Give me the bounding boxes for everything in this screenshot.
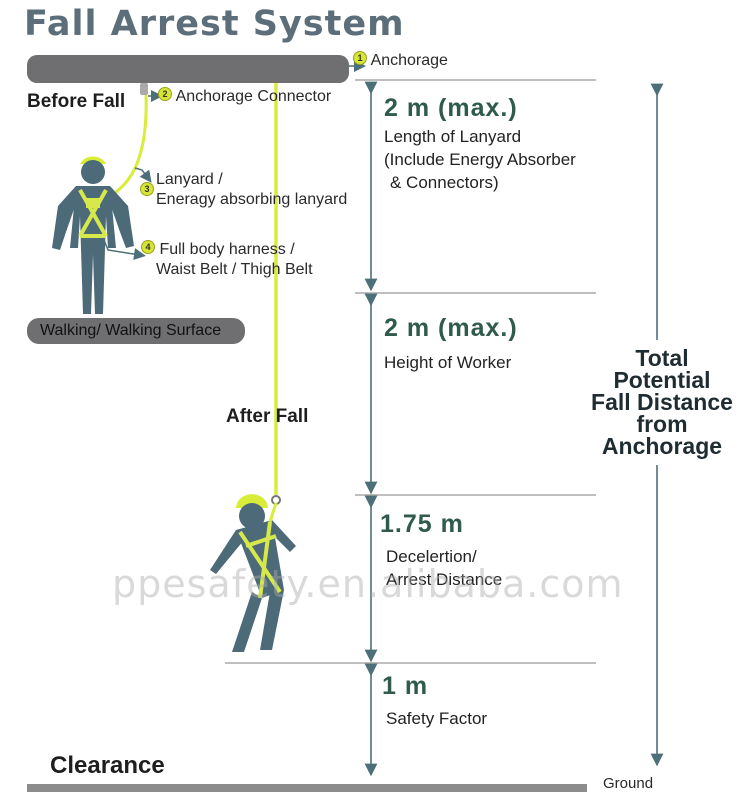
segment-3: 1.75 m Decelertion/ Arrest Distance — [380, 510, 502, 591]
badge-3: 3 — [140, 182, 154, 196]
segment-3-desc-2: Arrest Distance — [386, 570, 503, 589]
badge-1: 1 — [353, 51, 367, 65]
walking-surface-label: Walking/ Walking Surface — [40, 322, 222, 339]
segment-1-desc-1: Length of Lanyard — [384, 127, 522, 146]
ground-label: Ground — [603, 775, 654, 792]
walking-surface-bar — [27, 318, 245, 344]
anchorage-connector-hook — [140, 83, 148, 95]
segment-1: 2 m (max.) Length of Lanyard (Include En… — [384, 94, 576, 194]
anchorage-bar — [27, 55, 349, 83]
segment-2: 2 m (max.) Height of Worker — [384, 314, 518, 374]
anchorage-connector-text: Anchorage Connector — [175, 88, 332, 105]
segment-1-measure: 2 m (max.) — [384, 94, 518, 122]
segment-4-desc-1: Safety Factor — [386, 709, 488, 728]
harness-text-2: Waist Belt / Thigh Belt — [156, 261, 313, 278]
anchorage-text: Anchorage — [370, 52, 448, 69]
total-fall-distance-label: Total Potential Fall Distance from Ancho… — [578, 345, 746, 459]
segment-3-measure: 1.75 m — [380, 510, 464, 538]
ground-bar — [27, 784, 587, 792]
segment-1-desc-2: (Include Energy Absorber — [384, 150, 576, 169]
watermark: ppesafety.en.alibaba.com — [112, 562, 624, 606]
total-line-1: Total — [635, 345, 689, 371]
anchorage-connector-label: 2 Anchorage Connector — [158, 87, 331, 107]
segment-4-measure: 1 m — [382, 672, 429, 700]
connector-ring — [271, 495, 281, 505]
fallen-worker — [210, 494, 296, 652]
harness-text-1: Full body harness / — [159, 241, 295, 258]
segment-2-measure: 2 m (max.) — [384, 314, 518, 342]
badge-2: 2 — [158, 87, 172, 101]
harness-label: 4 Full body harness / Waist Belt / Thigh… — [141, 240, 313, 280]
lanyard-text-1: Lanyard / — [156, 171, 223, 188]
clearance-label: Clearance — [50, 752, 165, 779]
leader-lanyard — [134, 167, 152, 183]
segment-3-desc-1: Decelertion/ — [386, 547, 477, 566]
segment-2-desc-1: Height of Worker — [384, 353, 512, 372]
lanyard-text-2: Eneragy absorbing lanyard — [156, 191, 348, 208]
total-line-5: Anchorage — [601, 433, 723, 459]
page-title: Fall Arrest System — [24, 4, 405, 44]
segment-4: 1 m Safety Factor — [382, 672, 487, 730]
badge-4: 4 — [141, 240, 155, 254]
after-fall-label: After Fall — [226, 406, 309, 427]
standing-worker — [52, 156, 134, 314]
total-line-4: from — [636, 411, 688, 437]
before-fall-label: Before Fall — [27, 91, 126, 112]
total-line-2: Potential — [613, 367, 711, 393]
segment-1-desc-3: & Connectors) — [390, 173, 499, 192]
total-line-3: Fall Distance — [591, 389, 733, 415]
anchorage-label: 1 Anchorage — [353, 51, 448, 71]
